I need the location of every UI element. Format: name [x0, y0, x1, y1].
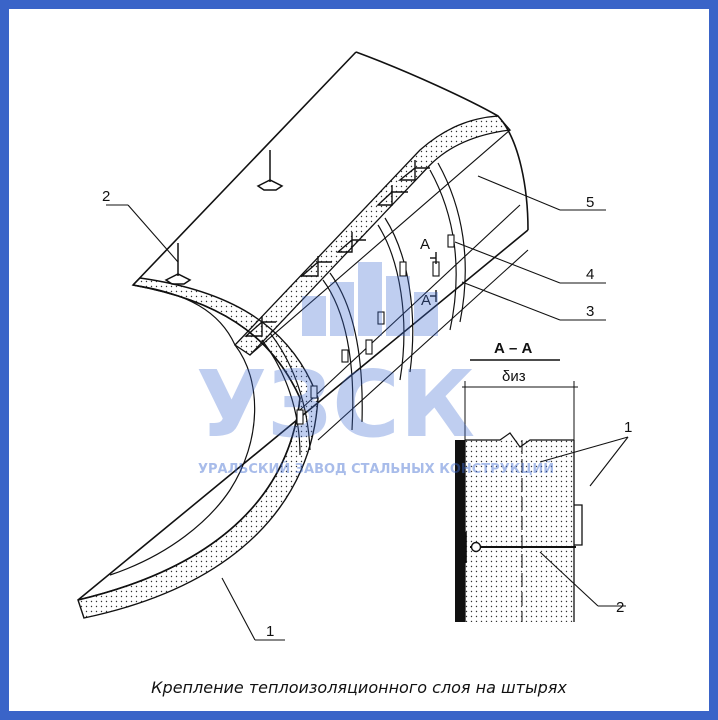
watermark: УЗСК УРАЛЬСКИЙ ЗАВОД СТАЛЬНЫХ КОНСТРУКЦИ… [196, 262, 554, 477]
section-marker-bottom: А [421, 292, 431, 309]
insulation-front-crescent [77, 277, 319, 619]
section-detail: А – А δиз 1 2 [455, 340, 632, 622]
section-marker [430, 252, 437, 302]
pins [244, 160, 430, 337]
section-marker-top: А [420, 236, 430, 253]
watermark-building-icon [302, 262, 438, 336]
callout-3: 3 [586, 303, 594, 320]
watermark-logo-text: УЗСК [196, 351, 475, 458]
section-thickness: δиз [502, 368, 526, 385]
watermark-company: УРАЛЬСКИЙ ЗАВОД СТАЛЬНЫХ КОНСТРУКЦИЙ [198, 461, 554, 477]
leader-lines [106, 175, 606, 641]
callout-4: 4 [586, 266, 594, 283]
pipe-bore [109, 344, 256, 576]
callout-5: 5 [586, 194, 594, 211]
section-callout-1: 1 [624, 419, 632, 436]
outer-pins [164, 150, 284, 285]
section-title: А – А [494, 340, 533, 357]
callout-2: 2 [102, 188, 110, 205]
callout-1: 1 [266, 623, 274, 640]
callout-numbers: 2 5 4 3 1 [102, 188, 594, 640]
figure-caption: Крепление теплоизоляционного слоя на шты… [151, 678, 567, 697]
section-callout-2: 2 [616, 599, 624, 616]
